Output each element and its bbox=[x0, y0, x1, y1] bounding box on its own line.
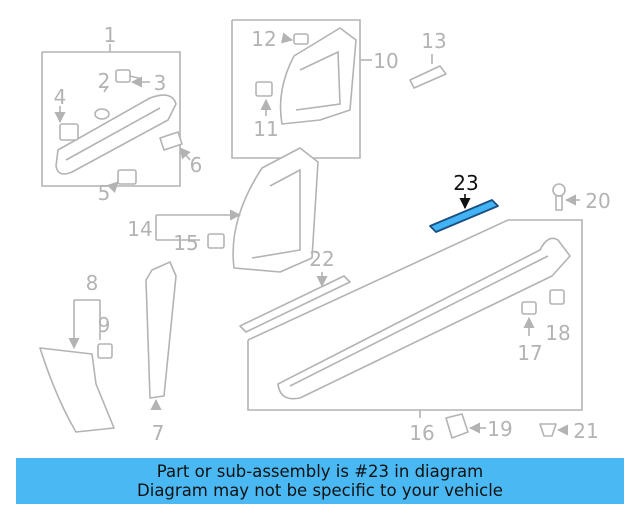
callout-23: 23 bbox=[453, 171, 478, 195]
part-22-strip bbox=[239, 275, 351, 333]
callout-14: 14 bbox=[127, 217, 152, 241]
callout-11: 11 bbox=[253, 117, 278, 141]
callout-9: 9 bbox=[98, 313, 111, 337]
group-10-frame bbox=[231, 19, 372, 159]
callout-16: 16 bbox=[409, 421, 434, 445]
part-5-clip bbox=[117, 169, 137, 185]
callout-18: 18 bbox=[545, 321, 570, 345]
part-8-bracket bbox=[68, 299, 101, 350]
part-18-clip bbox=[549, 289, 565, 305]
banner-line-1: Part or sub-assembly is #23 in diagram bbox=[156, 462, 484, 481]
part-2-screw bbox=[103, 69, 143, 93]
part-11-clip bbox=[255, 81, 273, 97]
part-10-upper-trim bbox=[279, 27, 357, 125]
callout-2: 2 bbox=[98, 69, 111, 93]
part-12-screw bbox=[281, 32, 309, 45]
callout-4: 4 bbox=[54, 85, 67, 109]
part-13-cover bbox=[409, 65, 447, 89]
callout-22: 22 bbox=[309, 247, 334, 271]
callout-7: 7 bbox=[152, 421, 165, 445]
part-15-clip bbox=[207, 233, 225, 249]
part-14-bracket bbox=[155, 209, 242, 241]
part-1-garnish bbox=[55, 94, 177, 175]
part-8-lower-trim bbox=[39, 347, 115, 433]
callout-19: 19 bbox=[487, 417, 512, 441]
part-14-pillar-trim bbox=[232, 147, 319, 273]
callout-17: 17 bbox=[517, 341, 542, 365]
info-banner: Part or sub-assembly is #23 in diagram D… bbox=[16, 458, 624, 504]
group-1-frame bbox=[41, 44, 181, 187]
callout-13: 13 bbox=[421, 29, 446, 53]
part-20-bolt bbox=[552, 183, 580, 211]
banner-line-2: Diagram may not be specific to your vehi… bbox=[137, 481, 503, 500]
part-17-clip bbox=[521, 301, 537, 336]
part-9-clip bbox=[97, 343, 113, 359]
callout-3: 3 bbox=[154, 71, 167, 95]
part-19-clip bbox=[445, 413, 486, 439]
callout-21: 21 bbox=[573, 419, 598, 443]
part-4-clip bbox=[59, 123, 79, 141]
callout-12: 12 bbox=[251, 27, 276, 51]
part-6-cap bbox=[159, 131, 183, 151]
callout-6: 6 bbox=[190, 153, 203, 177]
part-16-frame bbox=[247, 219, 583, 418]
callout-20: 20 bbox=[585, 189, 610, 213]
part-23-scuff-plate bbox=[429, 194, 499, 233]
callout-labels: 1 2 3 4 5 6 7 8 9 10 11 12 13 14 15 16 1… bbox=[54, 23, 611, 445]
part-7-pillar-trim bbox=[145, 261, 177, 399]
callout-15: 15 bbox=[173, 231, 198, 255]
callout-8: 8 bbox=[86, 271, 99, 295]
part-21-clip bbox=[539, 423, 569, 437]
part-2-clip bbox=[94, 108, 110, 120]
callout-10: 10 bbox=[373, 49, 398, 73]
callout-5: 5 bbox=[98, 181, 111, 205]
callout-1: 1 bbox=[104, 23, 117, 47]
